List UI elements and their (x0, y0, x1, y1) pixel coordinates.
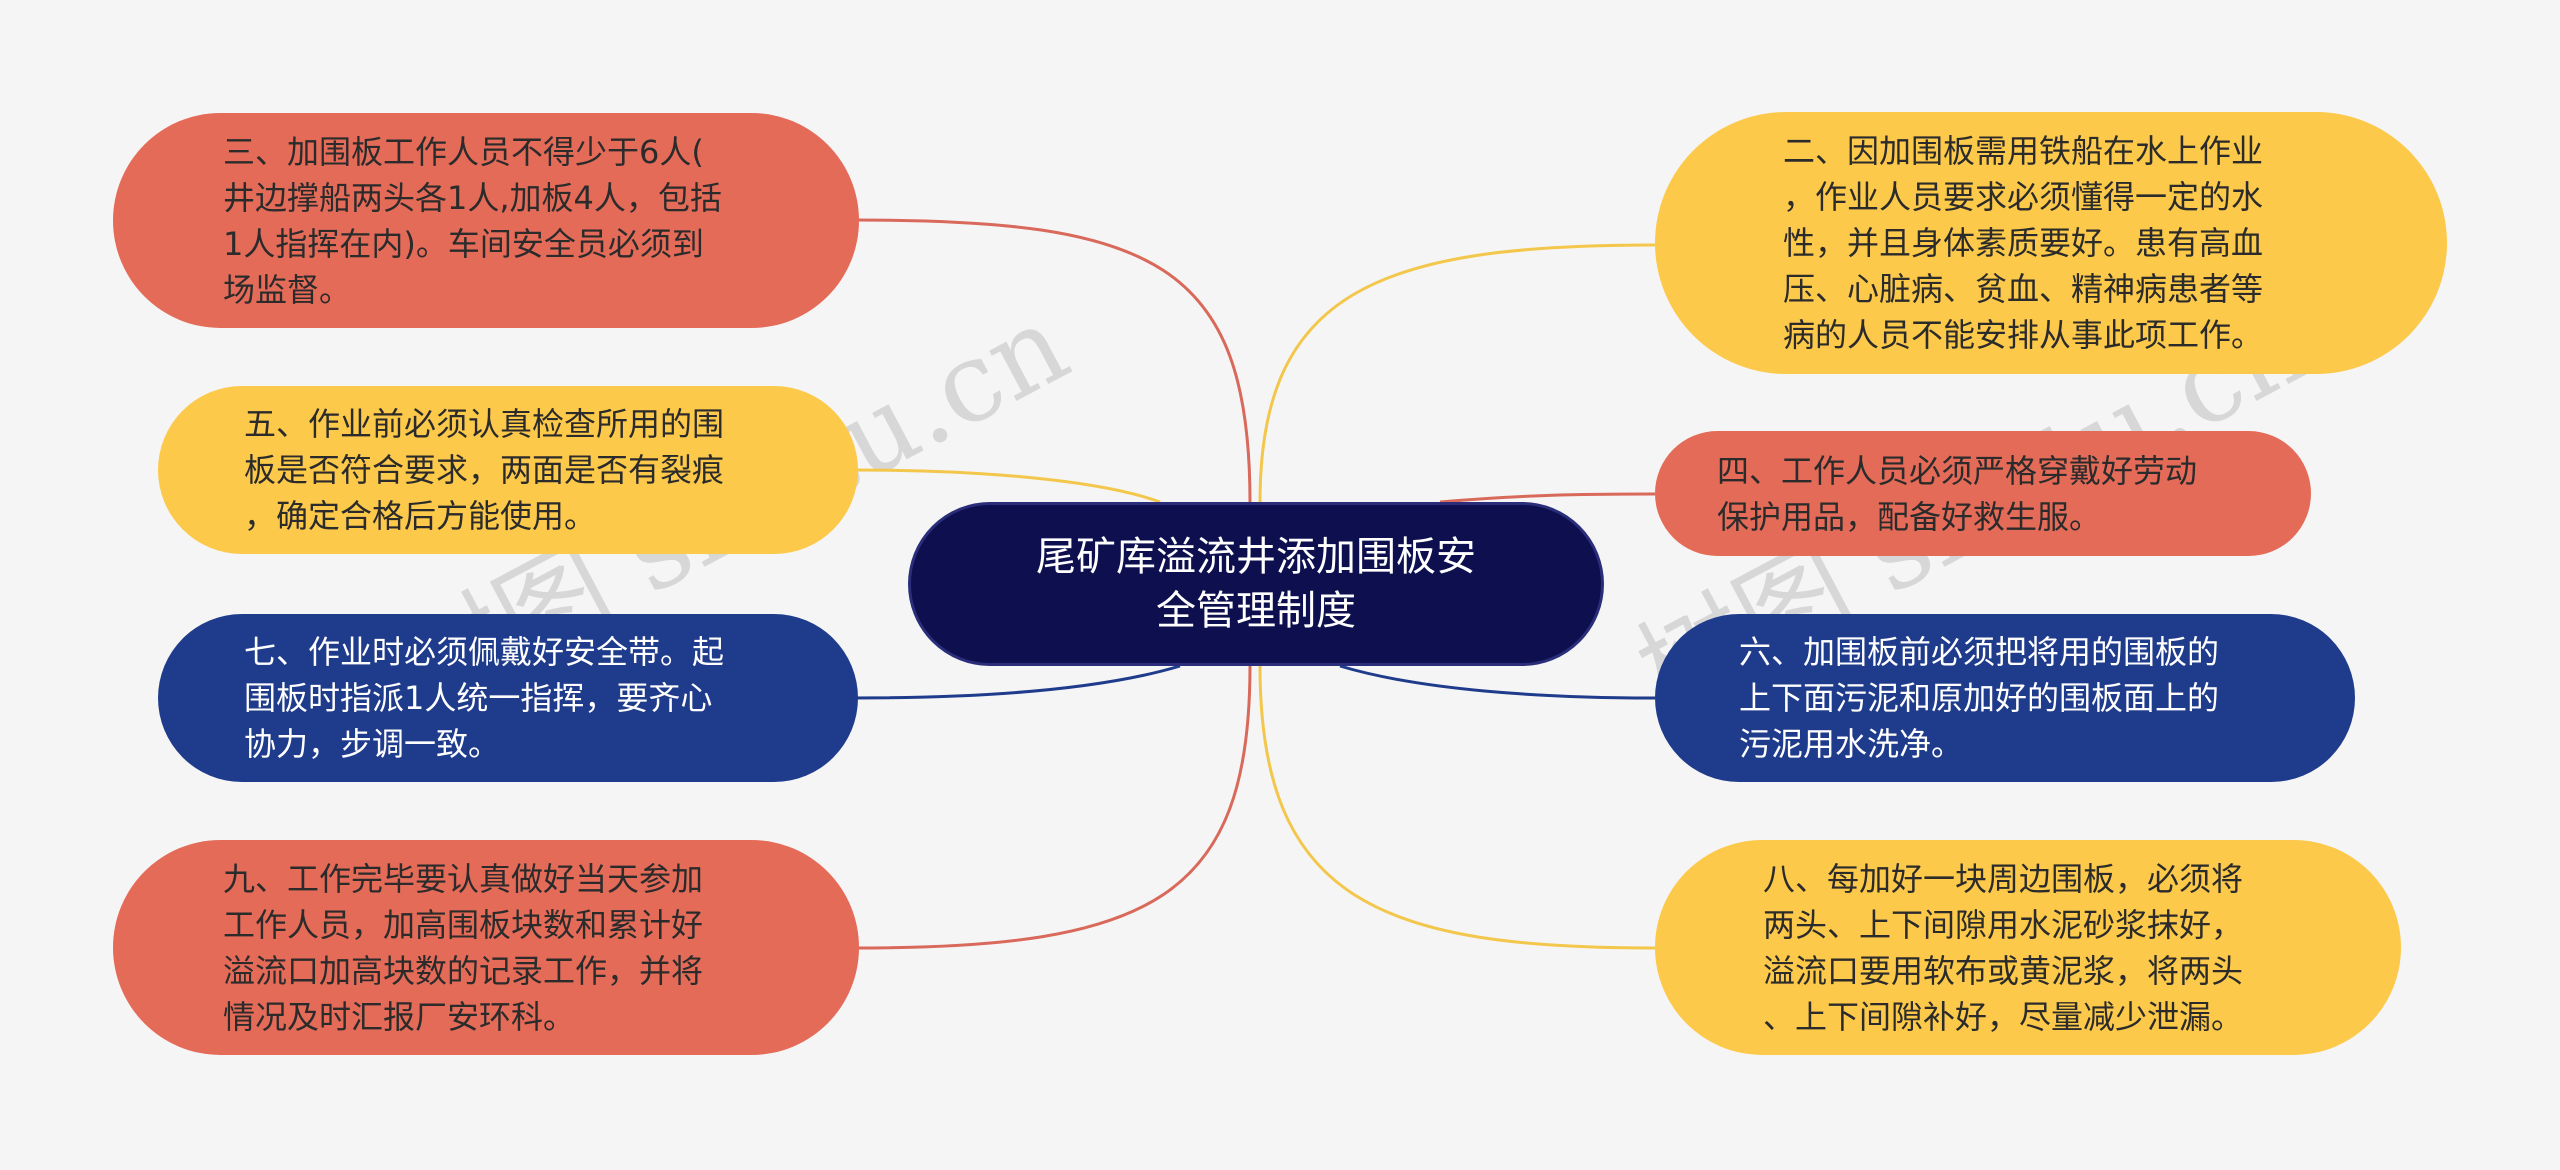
branch-node-9[interactable]: 九、工作完毕要认真做好当天参加 工作人员，加高围板块数和累计好 溢流口加高块数的… (113, 840, 859, 1055)
branch-node-8-text: 八、每加好一块周边围板，必须将 两头、上下间隙用水泥砂浆抹好， 溢流口要用软布或… (1763, 859, 2244, 1036)
link-left-1 (854, 218, 1252, 503)
branch-node-8[interactable]: 八、每加好一块周边围板，必须将 两头、上下间隙用水泥砂浆抹好， 溢流口要用软布或… (1655, 840, 2401, 1055)
link-right-4 (1258, 665, 1656, 950)
link-right-2 (1439, 492, 1656, 504)
link-right-1 (1258, 243, 1656, 503)
branch-node-5-text: 五、作业前必须认真检查所用的围 板是否符合要求，两面是否有裂痕 ，确定合格后方能… (244, 405, 725, 535)
link-left-4 (854, 665, 1252, 950)
link-left-2 (854, 468, 1161, 504)
branch-node-2[interactable]: 二、因加围板需用铁船在水上作业 ，作业人员要求必须懂得一定的水 性，并且身体素质… (1655, 112, 2447, 374)
branch-node-4-text: 四、工作人员必须严格穿戴好劳动 保护用品，配备好救生服。 (1717, 451, 2198, 536)
central-topic-text: 尾矿库溢流井添加围板安 全管理制度 (1036, 534, 1476, 634)
branch-node-6-text: 六、加围板前必须把将用的围板的 上下面污泥和原加好的围板面上的 污泥用水洗净。 (1739, 633, 2220, 763)
branch-node-3[interactable]: 三、加围板工作人员不得少于6人( 井边撑船两头各1人,加板4人，包括 1人指挥在… (113, 113, 859, 328)
branch-node-7-text: 七、作业时必须佩戴好安全带。起 围板时指派1人统一指挥，要齐心 协力，步调一致。 (244, 633, 725, 763)
branch-node-3-text: 三、加围板工作人员不得少于6人( 井边撑船两头各1人,加板4人，包括 1人指挥在… (223, 132, 722, 309)
link-right-3 (1339, 664, 1656, 700)
branch-node-6[interactable]: 六、加围板前必须把将用的围板的 上下面污泥和原加好的围板面上的 污泥用水洗净。 (1655, 614, 2355, 782)
branch-node-7[interactable]: 七、作业时必须佩戴好安全带。起 围板时指派1人统一指挥，要齐心 协力，步调一致。 (158, 614, 858, 782)
branch-node-9-text: 九、工作完毕要认真做好当天参加 工作人员，加高围板块数和累计好 溢流口加高块数的… (223, 859, 704, 1036)
link-left-3 (854, 664, 1181, 700)
branch-node-2-text: 二、因加围板需用铁船在水上作业 ，作业人员要求必须懂得一定的水 性，并且身体素质… (1783, 132, 2264, 354)
branch-node-4[interactable]: 四、工作人员必须严格穿戴好劳动 保护用品，配备好救生服。 (1655, 431, 2311, 556)
central-topic[interactable]: 尾矿库溢流井添加围板安 全管理制度 (908, 502, 1604, 666)
branch-node-5[interactable]: 五、作业前必须认真检查所用的围 板是否符合要求，两面是否有裂痕 ，确定合格后方能… (158, 386, 858, 554)
